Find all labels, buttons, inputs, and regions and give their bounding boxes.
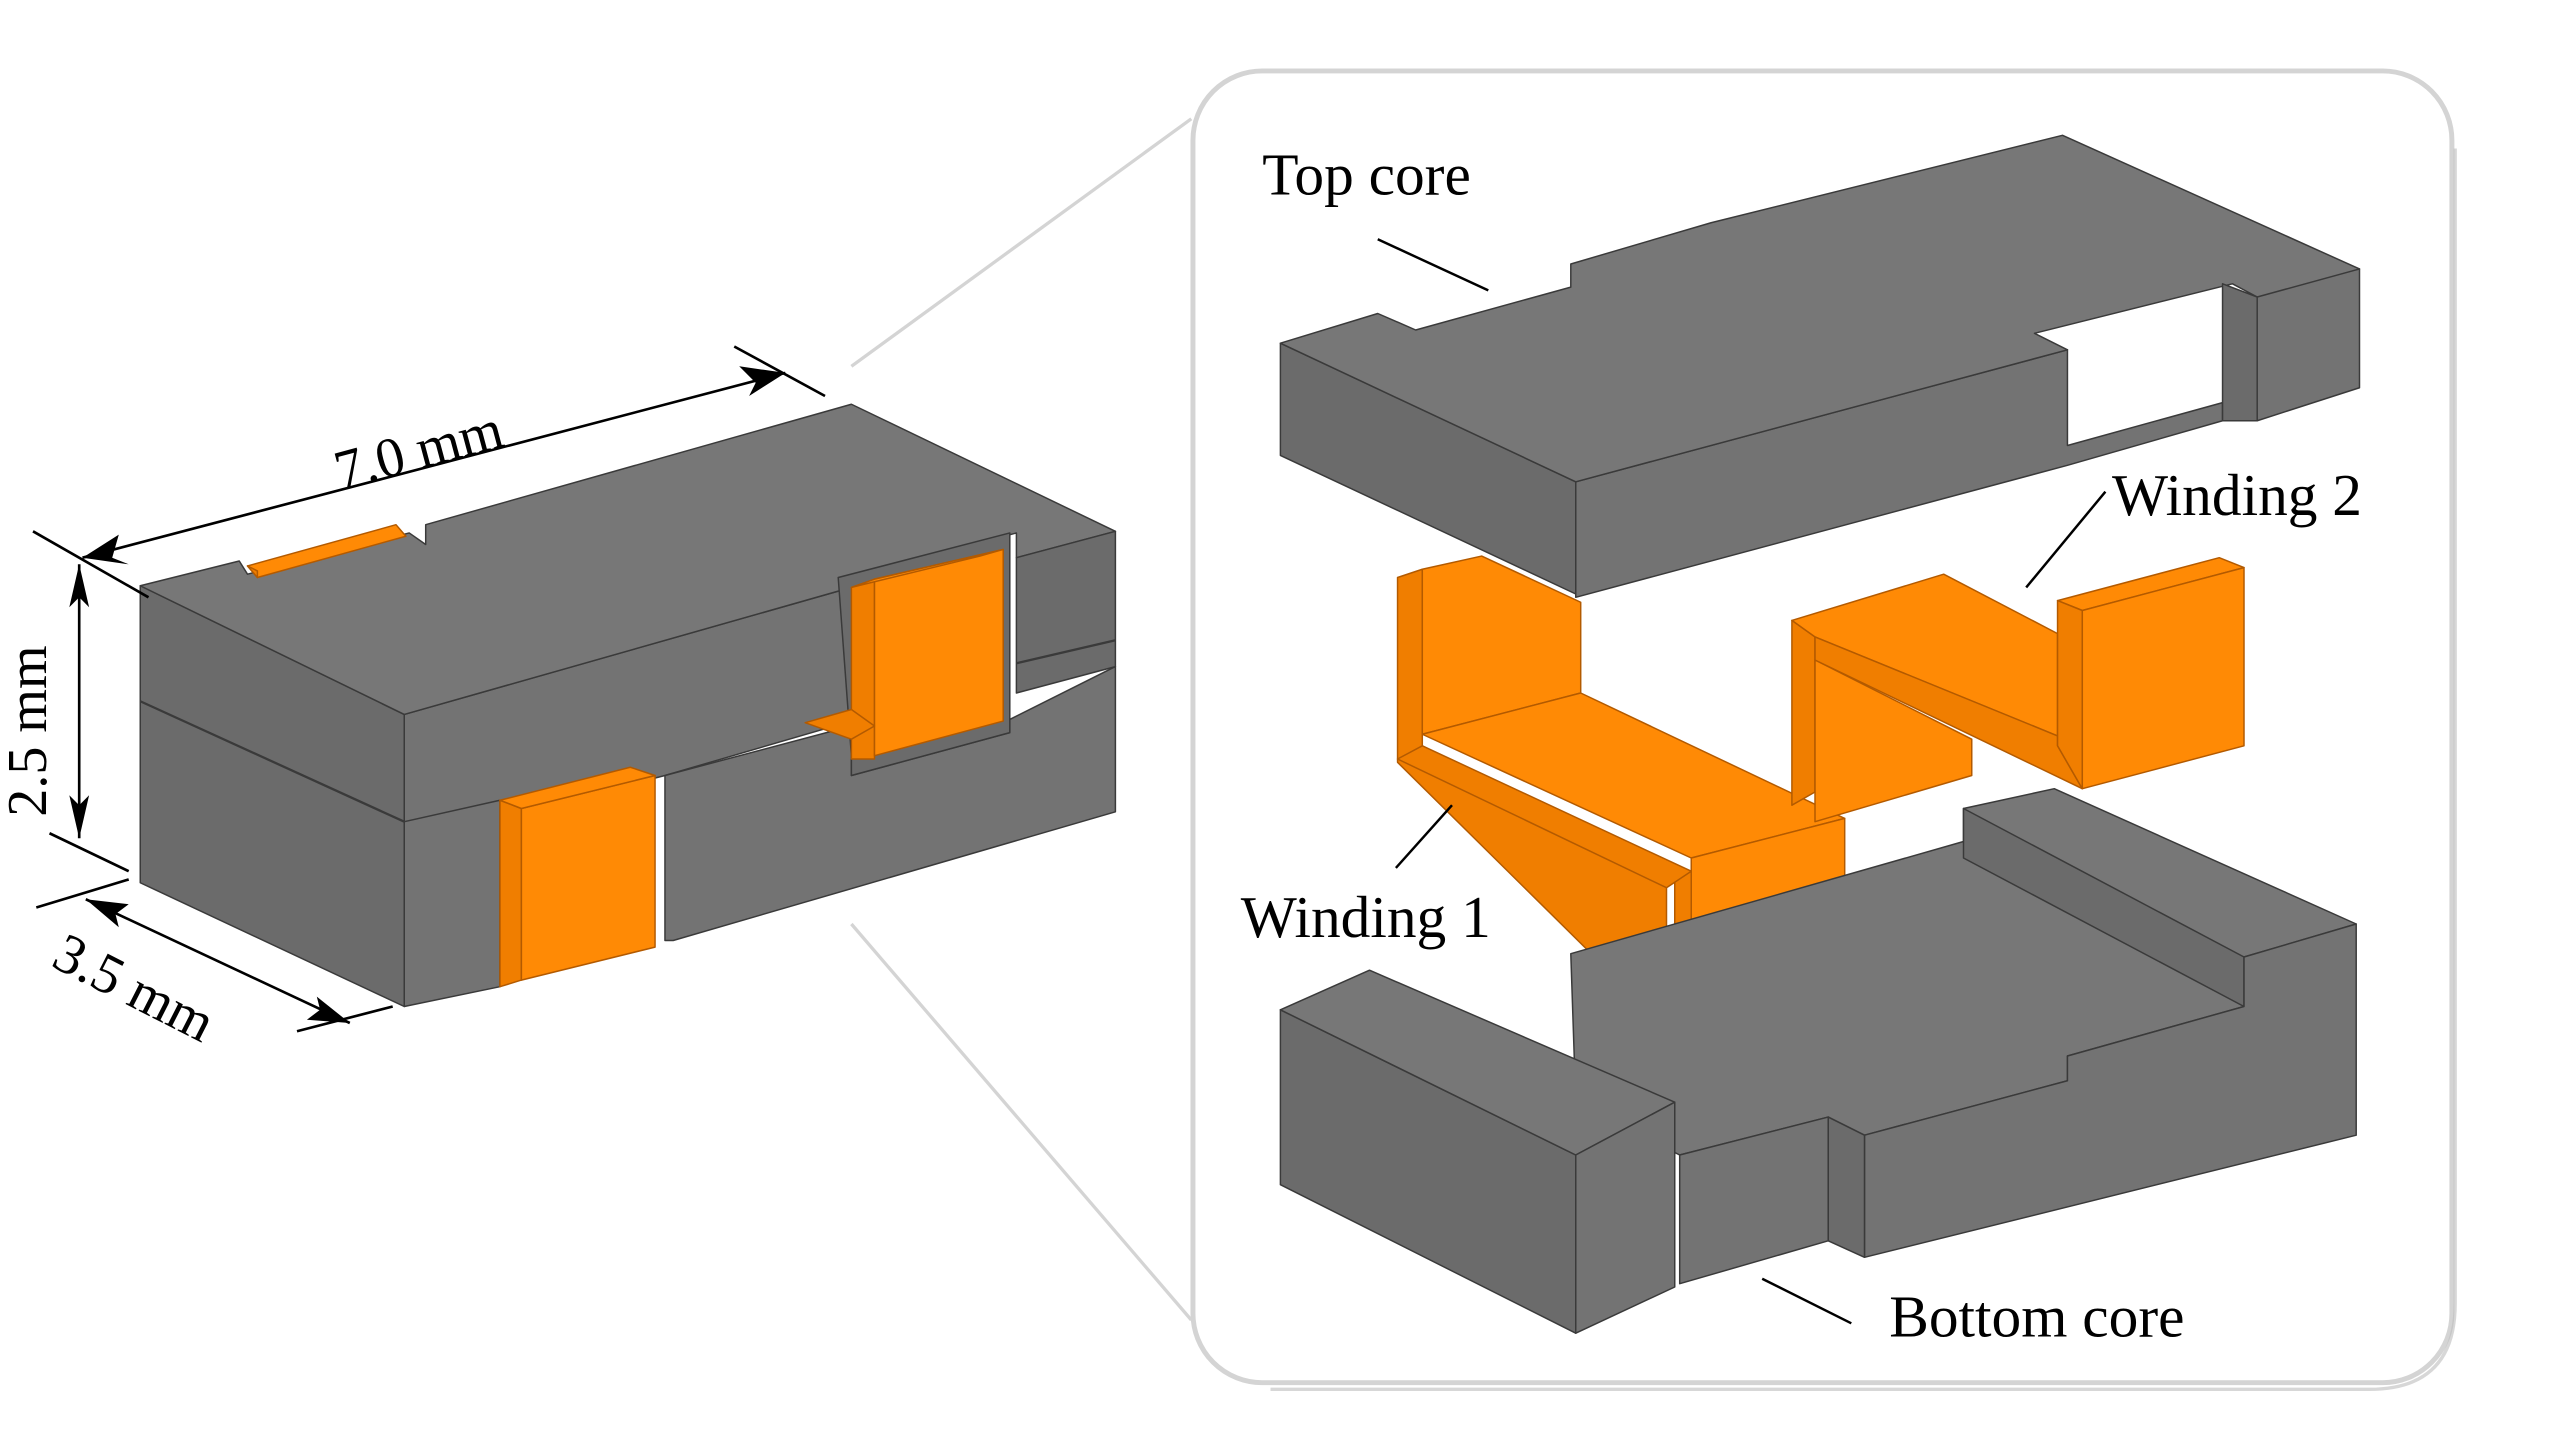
zoom-connector-top bbox=[850, 117, 1193, 368]
dimension-width-label: 3.5 mm bbox=[44, 922, 225, 1055]
dimension-length-arrow-left bbox=[82, 534, 129, 565]
assembled-core-seam-right bbox=[1016, 639, 1116, 665]
dimension-width-arrow-left bbox=[85, 899, 129, 928]
winding-2 bbox=[1791, 556, 2245, 823]
dimension-height-arrow-top bbox=[69, 564, 90, 608]
assembled-front-bottom-core bbox=[403, 799, 501, 1008]
dimension-length-ext-left bbox=[32, 530, 150, 599]
leader-winding-1 bbox=[1394, 804, 1453, 869]
assembled-right-terminal-top bbox=[850, 548, 1004, 589]
label-bottom-core: Bottom core bbox=[1889, 1284, 2184, 1350]
leader-bottom-core bbox=[1761, 1277, 1852, 1325]
dimension-height-arrow-bottom bbox=[69, 795, 90, 839]
leader-winding-2 bbox=[2025, 490, 2107, 589]
zoom-connector-bottom bbox=[850, 922, 1193, 1322]
dimension-length-line bbox=[82, 371, 786, 559]
dimension-width-arrow-right bbox=[306, 996, 350, 1024]
dimension-length-label: 7.0 mm bbox=[328, 398, 510, 502]
assembled-front-terminal-side bbox=[499, 799, 523, 988]
winding-2-right-front bbox=[2081, 566, 2245, 790]
dimension-width-line bbox=[85, 898, 351, 1025]
label-winding-1: Winding 1 bbox=[1241, 884, 1491, 950]
winding-1-top-vertical bbox=[1421, 555, 1582, 735]
assembled-right-terminal-foot bbox=[804, 708, 876, 740]
assembled-front-terminal-top bbox=[499, 766, 656, 810]
bottom-core-channel-front bbox=[1678, 1116, 1829, 1285]
bottom-core bbox=[1279, 787, 2357, 1334]
top-core-top-face bbox=[1279, 134, 2361, 483]
dimension-width-ext-right bbox=[296, 1005, 394, 1033]
winding-2-left-leg-front bbox=[1814, 659, 1973, 823]
winding-1-bridge-side bbox=[1396, 745, 1692, 889]
assembled-core-seam bbox=[139, 700, 405, 823]
bottom-core-right-front bbox=[1863, 923, 2357, 1259]
bottom-core-left-block-front bbox=[1575, 1101, 1676, 1334]
top-core-notch-right bbox=[2221, 283, 2258, 422]
dimension-height-label: 2.5 mm bbox=[0, 645, 59, 816]
dimension-length-arrow-right bbox=[739, 366, 786, 397]
assembled-right-face bbox=[1015, 530, 1117, 694]
label-top-core: Top core bbox=[1262, 142, 1471, 208]
dimension-width-ext-left bbox=[35, 878, 130, 909]
assembled-top-terminal-side bbox=[246, 565, 259, 579]
dimension-height-ext-bottom bbox=[48, 832, 130, 873]
panel-shadow bbox=[1270, 148, 2457, 1391]
top-core bbox=[1279, 134, 2361, 599]
winding-2-left-leg bbox=[1791, 619, 1816, 806]
bottom-core-channel-side bbox=[1827, 1116, 1866, 1259]
assembled-right-terminal-front bbox=[873, 548, 1004, 757]
assembled-front-terminal-front bbox=[520, 774, 656, 981]
assembled-inductor bbox=[139, 403, 1117, 1008]
leader-top-core bbox=[1377, 238, 1489, 292]
dimension-height: 2.5 mm bbox=[0, 564, 130, 873]
label-winding-2: Winding 2 bbox=[2112, 462, 2362, 528]
dimension-length-ext-right bbox=[733, 345, 826, 398]
